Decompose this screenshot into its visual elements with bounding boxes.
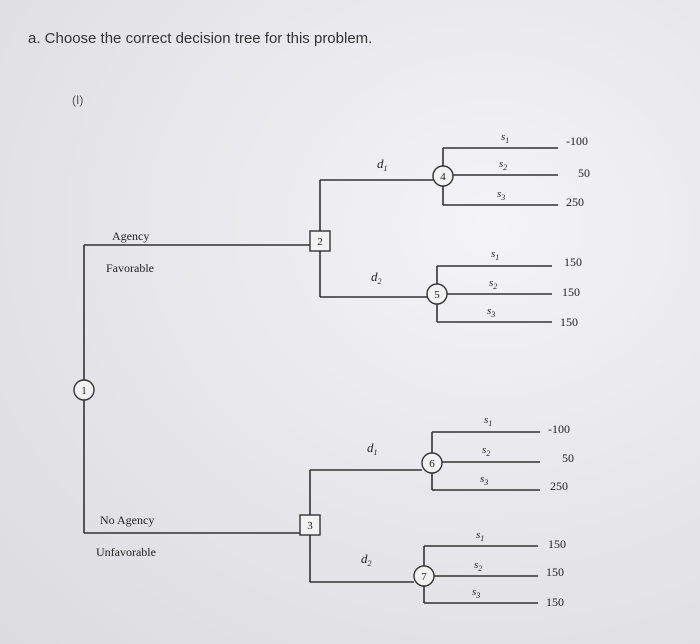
root-node-label: 1 (81, 385, 87, 397)
payoff-6-1: -100 (548, 422, 570, 436)
chance-node-4-label: 4 (440, 171, 446, 183)
payoff-7-3: 150 (546, 595, 564, 609)
no-agency-label: No Agency (100, 513, 154, 527)
payoff-5-2: 150 (562, 285, 580, 299)
upper-d2-label: d2 (371, 269, 382, 286)
chance-node-7-label: 7 (421, 571, 427, 583)
state-label-5-1: s1 (491, 248, 499, 262)
upper-d1-label: d1 (377, 156, 388, 173)
chance-node-6-label: 6 (429, 458, 435, 470)
state-label-4-1: s1 (501, 131, 509, 145)
payoff-5-1: 150 (564, 255, 582, 269)
lower-d1-label: d1 (367, 440, 378, 457)
decision-node-upper (309, 230, 331, 252)
agency-label: Agency (112, 229, 149, 243)
lower-d2-label: d2 (361, 551, 372, 568)
payoff-5-3: 150 (560, 315, 578, 329)
favorable-label: Favorable (106, 261, 154, 275)
root-chance-node (73, 379, 95, 401)
chance-node-5-label: 5 (434, 289, 440, 301)
payoff-4-2: 50 (578, 166, 590, 180)
state-label-7-2: s2 (474, 559, 482, 573)
state-label-5-2: s2 (489, 277, 497, 291)
part-label: (I) (72, 93, 84, 107)
state-label-6-3: s3 (480, 473, 488, 487)
state-label-7-3: s3 (472, 586, 480, 600)
payoff-6-3: 250 (550, 479, 568, 493)
chance-node-7 (413, 565, 435, 587)
state-label-5-3: s3 (487, 305, 495, 319)
state-label-4-3: s3 (497, 188, 505, 202)
unfavorable-label: Unfavorable (96, 545, 156, 559)
decision-node-lower (299, 514, 321, 536)
state-label-6-1: s1 (484, 414, 492, 428)
chance-node-5 (426, 283, 448, 305)
state-label-6-2: s2 (482, 444, 490, 458)
payoff-4-3: 250 (566, 195, 584, 209)
decision-node-lower-label: 3 (307, 520, 313, 532)
payoff-7-1: 150 (548, 537, 566, 551)
payoff-7-2: 150 (546, 565, 564, 579)
question-text: a. Choose the correct decision tree for … (28, 30, 373, 47)
payoff-6-2: 50 (562, 451, 574, 465)
decision-node-upper-label: 2 (317, 236, 323, 248)
chance-node-4 (432, 165, 454, 187)
state-label-7-1: s1 (476, 529, 484, 543)
state-label-4-2: s2 (499, 158, 507, 172)
payoff-4-1: -100 (566, 134, 588, 148)
chance-node-6 (421, 452, 443, 474)
